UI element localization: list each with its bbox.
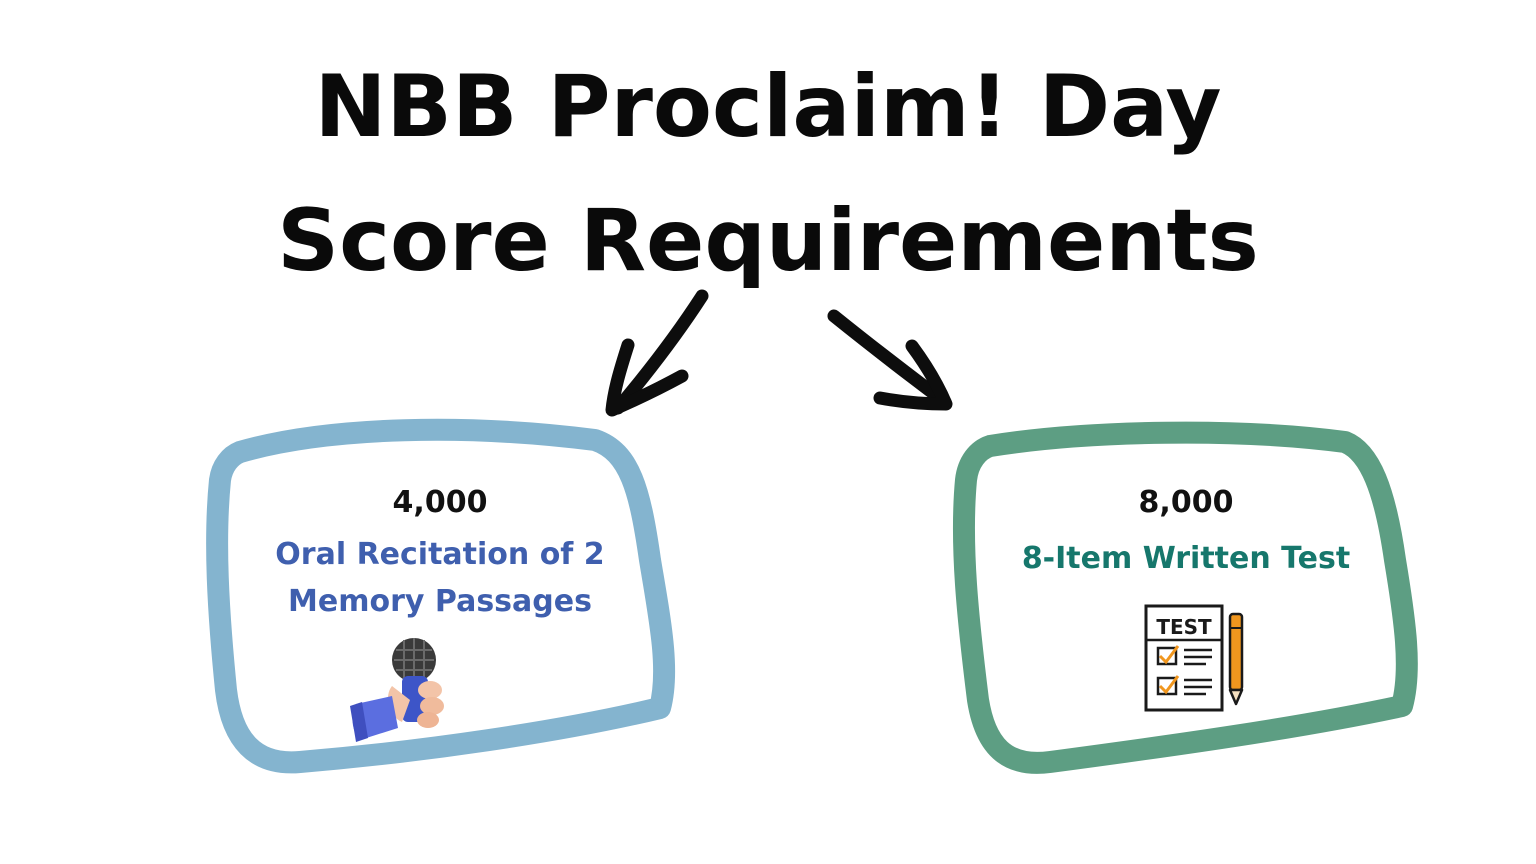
card-left-content: 4,000 Oral Recitation of 2 Memory Passag… (250, 484, 630, 621)
test-sheet-icon (1144, 604, 1244, 712)
card-left-border (206, 418, 676, 774)
card-right-score: 8,000 (1138, 485, 1234, 520)
page-title-line-2: Score Requirements (277, 191, 1259, 291)
card-left-requirement-line-2: Memory Passages (288, 584, 592, 619)
test-sheet-label: TEST (1156, 615, 1212, 639)
arrow-left-icon (605, 289, 709, 417)
page-title-line-1: NBB Proclaim! Day (314, 57, 1222, 157)
microphone-hand-icon (350, 638, 444, 742)
card-left-score: 4,000 (392, 485, 488, 520)
card-right-requirement: 8-Item Written Test (1021, 540, 1351, 576)
card-left-requirement-line-1: Oral Recitation of 2 (275, 536, 605, 572)
card-right-border (952, 421, 1418, 774)
arrow-right-icon (827, 309, 953, 411)
card-right-content: 8,000 8-Item Written Test (996, 484, 1376, 577)
